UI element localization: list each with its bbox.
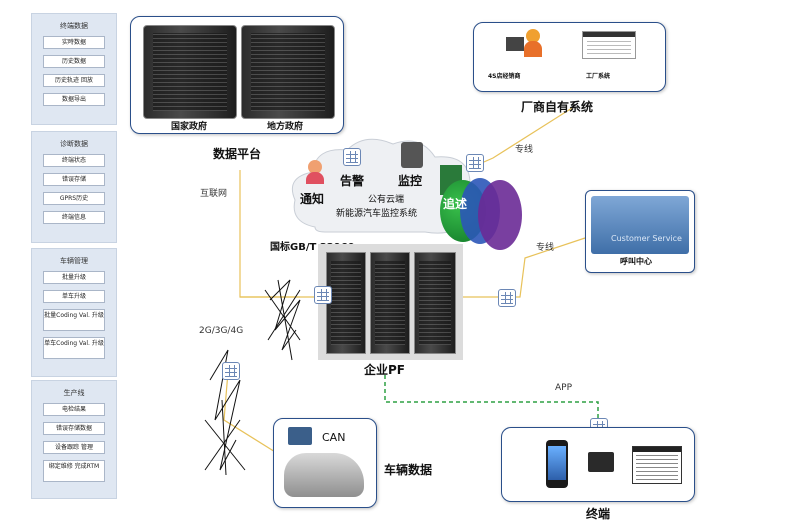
gov-national-label: 国家政府 — [171, 119, 207, 132]
dealer-operator-icon — [506, 29, 544, 59]
server-rack-image — [326, 252, 366, 354]
terminal-screen-icon — [632, 446, 682, 484]
monitor-label: 监控 — [398, 172, 422, 189]
dedicated-line-2-label: 专线 — [536, 240, 554, 253]
vehicle-data-label: 车辆数据 — [384, 461, 432, 478]
data-platform-label: 数据平台 — [213, 145, 261, 162]
smartphone-icon — [546, 440, 568, 488]
government-box: 国家政府 地方政府 — [130, 16, 344, 134]
oem-title-label: 厂商自有系统 — [521, 98, 593, 115]
trace-label: 追述 — [443, 195, 467, 212]
firewall-icon — [222, 362, 240, 380]
line-to-callcenter — [463, 238, 585, 297]
cloud-line1-label: 公有云端 — [368, 192, 404, 205]
can-label: CAN — [322, 431, 345, 444]
antenna-top — [270, 280, 300, 350]
firewall-icon — [314, 286, 332, 304]
enterprise-pf-label: 企业PF — [364, 361, 405, 378]
oem-store-label: 4S店经销商 — [488, 71, 521, 80]
firewall-icon — [343, 148, 361, 166]
server-rack-image — [370, 252, 410, 354]
oem-factory-label: 工厂系统 — [586, 71, 610, 80]
monitor-operator-icon — [401, 142, 423, 168]
server-rack-image — [143, 25, 237, 119]
line-app — [385, 375, 598, 418]
terminal-box — [501, 427, 695, 502]
factory-screen-icon — [582, 31, 636, 59]
gov-local-label: 地方政府 — [267, 119, 303, 132]
cloud-line2-label: 新能源汽车监控系统 — [336, 206, 417, 219]
call-center-image: Customer Service — [591, 196, 689, 254]
firewall-icon — [498, 289, 516, 307]
server-rack-image — [414, 252, 456, 354]
vehicle-image — [284, 453, 364, 497]
server-rack-image — [241, 25, 335, 119]
internet-label: 互联网 — [200, 186, 227, 199]
dedicated-line-1-label: 专线 — [515, 142, 533, 155]
terminal-label: 终端 — [586, 505, 610, 522]
can-device-icon — [288, 427, 312, 445]
enterprise-server-area — [318, 244, 463, 360]
alarm-label: 告警 — [340, 172, 364, 189]
oem-box: 4S店经销商 工厂系统 — [473, 22, 666, 92]
trace-ellipse-purple — [478, 180, 522, 250]
firewall-icon — [466, 154, 484, 172]
app-label: APP — [555, 383, 572, 393]
cellular-label: 2G/3G/4G — [199, 326, 243, 336]
person-body-icon — [306, 172, 324, 184]
call-center-label: 呼叫中心 — [620, 256, 652, 267]
call-center-box: Customer Service 呼叫中心 — [585, 190, 695, 273]
tablet-icon — [588, 452, 614, 472]
customer-service-text: Customer Service — [611, 234, 682, 243]
vehicle-box: CAN — [273, 418, 377, 508]
notify-label: 通知 — [300, 190, 324, 207]
